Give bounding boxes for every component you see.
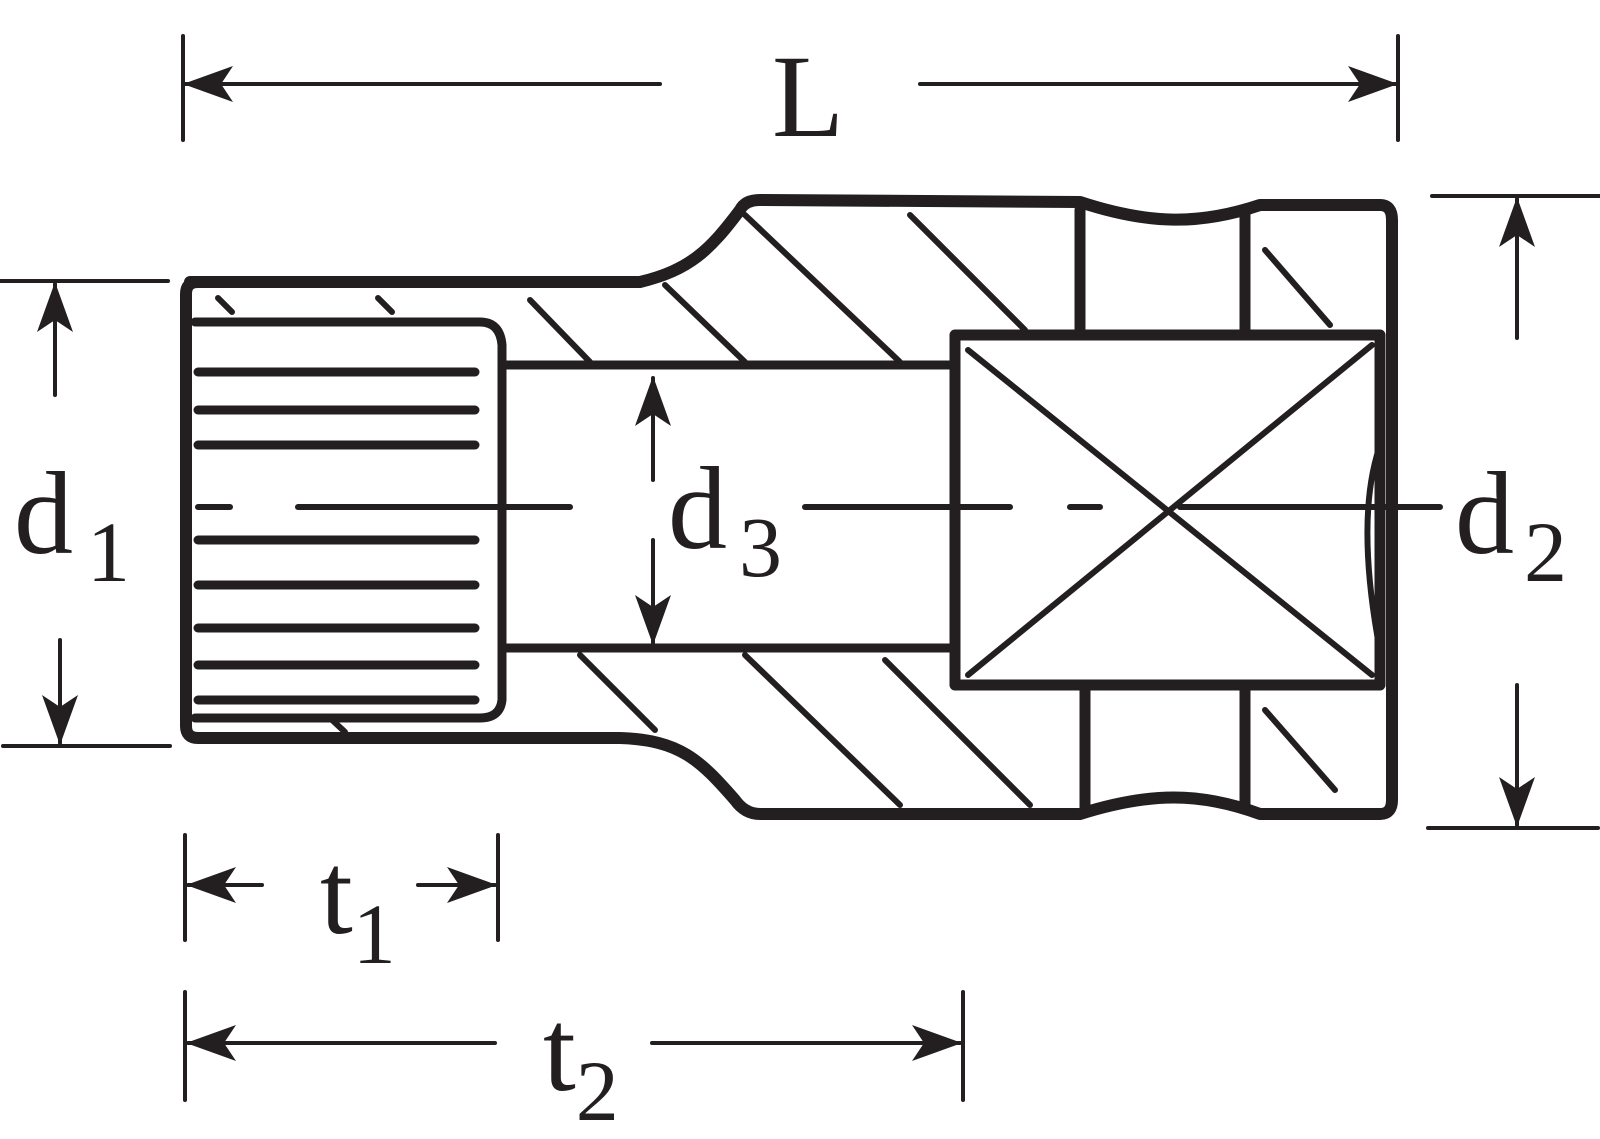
dimension-t1-lines [183,833,500,942]
square-drive-cross [965,342,1385,678]
dimension-t2-lines [183,990,965,1102]
label-t1: t1 [320,828,396,982]
label-t2: t2 [543,985,619,1139]
spline-bore [190,317,507,723]
section-hatching [215,212,1338,808]
label-L: L [772,31,845,162]
dimension-L-lines [181,34,1400,142]
square-drive [949,204,1386,814]
socket-body-outline [180,194,1398,820]
inner-bore [497,360,960,653]
dimension-d1-lines [0,279,172,748]
dimension-d2-lines [1426,194,1600,830]
